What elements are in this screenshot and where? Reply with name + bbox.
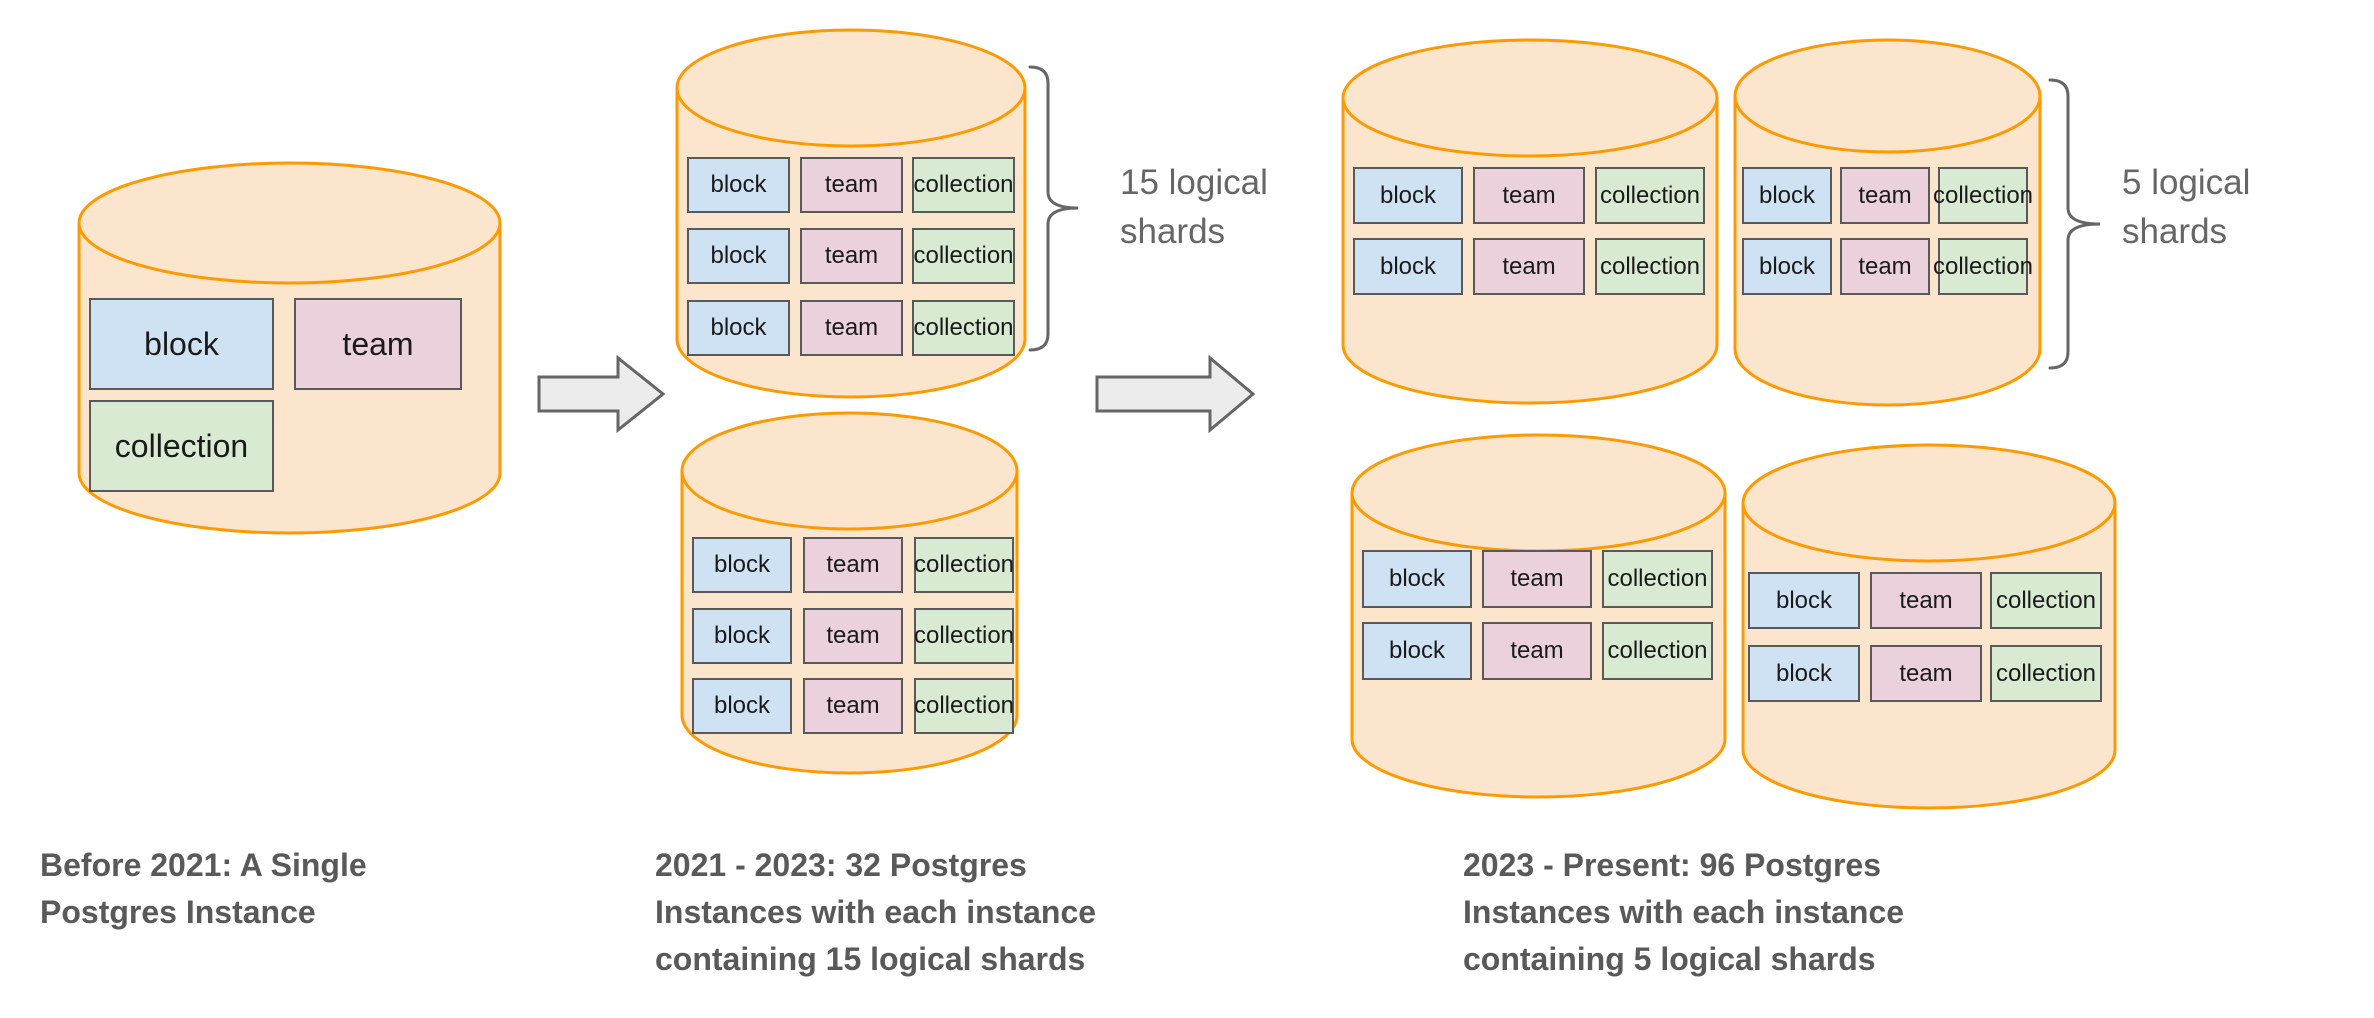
table-box-team: team <box>1473 167 1585 224</box>
table-box-block: block <box>692 537 792 593</box>
caption-line: Postgres Instance <box>40 894 316 930</box>
table-box-block: block <box>692 608 792 664</box>
stage3-postgres-instance-cylinder-bottom-right: block team collection block team collect… <box>1741 443 2117 810</box>
table-box-collection: collection <box>1933 167 2033 224</box>
table-box-block: block <box>687 228 790 284</box>
shard-label-line: shards <box>2122 212 2228 251</box>
stage2-postgres-instance-cylinder-top: block team collection block team collect… <box>675 28 1027 399</box>
table-box-block: block <box>89 298 274 390</box>
shard-label-line: 5 logical <box>2122 163 2251 202</box>
table-box-team: team <box>1870 645 1982 702</box>
table-box-team: team <box>803 537 903 593</box>
table-box-block: block <box>1748 572 1860 629</box>
table-box-collection: collection <box>89 400 274 492</box>
table-box-block: block <box>1362 550 1472 608</box>
table-box-team: team <box>1840 167 1930 224</box>
caption-line: 2023 - Present: 96 Postgres <box>1463 847 1881 883</box>
stage3-caption: 2023 - Present: 96 Postgres Instances wi… <box>1463 842 1904 983</box>
arrow-right-icon <box>1095 354 1256 434</box>
stage3-postgres-instance-cylinder-top-right: block team collection block team collect… <box>1733 38 2042 407</box>
table-box-collection: collection <box>1602 622 1713 680</box>
table-box-team: team <box>1482 550 1592 608</box>
stage2-caption: 2021 - 2023: 32 Postgres Instances with … <box>655 842 1096 983</box>
table-box-collection: collection <box>914 678 1014 734</box>
table-box-block: block <box>1362 622 1472 680</box>
shard-label-line: 15 logical <box>1120 163 1268 202</box>
stage1-caption: Before 2021: A Single Postgres Instance <box>40 842 367 936</box>
table-box-block: block <box>692 678 792 734</box>
table-box-block: block <box>687 157 790 213</box>
table-box-block: block <box>1353 167 1463 224</box>
curly-brace-icon <box>2048 78 2101 370</box>
table-box-collection: collection <box>912 300 1015 356</box>
table-box-team: team <box>1840 238 1930 295</box>
table-box-block: block <box>1748 645 1860 702</box>
caption-line: Instances with each instance <box>655 894 1097 930</box>
arrow-right-icon <box>537 354 666 434</box>
shard-label-line: shards <box>1120 212 1226 251</box>
table-box-team: team <box>1870 572 1982 629</box>
curly-brace-icon <box>1028 65 1079 352</box>
table-box-collection: collection <box>1602 550 1713 608</box>
stage1-postgres-instance-cylinder: block team collection <box>77 161 502 535</box>
stage3-postgres-instance-cylinder-top-left: block team collection block team collect… <box>1341 38 1719 405</box>
table-box-team: team <box>800 228 903 284</box>
table-box-collection: collection <box>912 157 1015 213</box>
table-box-block: block <box>1353 238 1463 295</box>
caption-line: Before 2021: A Single <box>40 847 367 883</box>
table-box-collection: collection <box>1990 645 2102 702</box>
caption-line: Instances with each instance <box>1463 894 1905 930</box>
table-box-collection: collection <box>1990 572 2102 629</box>
shard-count-label-15: 15 logical shards <box>1120 158 1268 256</box>
table-box-collection: collection <box>912 228 1015 284</box>
table-box-collection: collection <box>914 608 1014 664</box>
caption-line: containing 15 logical shards <box>655 941 1086 977</box>
database-cylinder-icon <box>1350 433 1727 799</box>
table-box-team: team <box>800 300 903 356</box>
caption-line: containing 5 logical shards <box>1463 941 1876 977</box>
table-box-collection: collection <box>1595 167 1705 224</box>
stage2-postgres-instance-cylinder-bottom: block team collection block team collect… <box>680 411 1019 775</box>
table-box-team: team <box>1473 238 1585 295</box>
table-box-team: team <box>800 157 903 213</box>
caption-line: 2021 - 2023: 32 Postgres <box>655 847 1027 883</box>
table-box-collection: collection <box>1595 238 1705 295</box>
table-box-collection: collection <box>914 537 1014 593</box>
shard-count-label-5: 5 logical shards <box>2122 158 2250 256</box>
table-box-team: team <box>803 678 903 734</box>
stage3-postgres-instance-cylinder-bottom-left: block team collection block team collect… <box>1350 433 1727 799</box>
table-box-block: block <box>687 300 790 356</box>
table-box-collection: collection <box>1933 238 2033 295</box>
table-box-block: block <box>1742 167 1832 224</box>
table-box-team: team <box>294 298 462 390</box>
table-box-team: team <box>1482 622 1592 680</box>
table-box-block: block <box>1742 238 1832 295</box>
table-box-team: team <box>803 608 903 664</box>
